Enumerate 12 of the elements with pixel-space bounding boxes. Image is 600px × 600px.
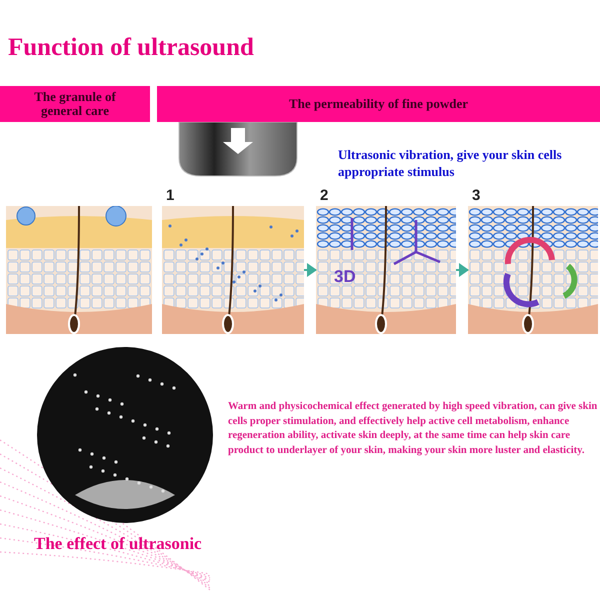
section-heading: The effect of ultrasonic [34, 534, 202, 554]
step-number: 2 [320, 188, 328, 204]
step-number: 3 [472, 188, 480, 204]
arrow [456, 263, 469, 277]
page-title: Function of ultrasound [8, 34, 254, 62]
description-paragraph: Warm and physicochemical effect generated by high speed vibration, can give skin cells proper stimulation, and effectively help active cell metabolism, enhance regeneration ability, activate skin deeply, at the same time can help skin care product to underlayer of your skin, making your skin more luster and elasticity. [228, 400, 598, 458]
arrow [304, 263, 317, 277]
caption-text: Ultrasonic vibration, give your skin cells appropriate stimulus [338, 146, 563, 180]
header-band: The granule of general care [0, 86, 150, 122]
header-band: The permeability of fine powder [157, 86, 600, 122]
step-number: 1 [166, 188, 174, 204]
depth-label: 3D [334, 268, 356, 286]
